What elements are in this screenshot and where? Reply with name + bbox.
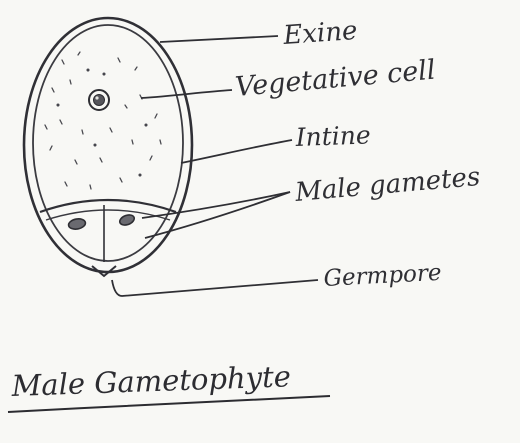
- exine-wall: [24, 18, 192, 272]
- male-gametes-leader-1: [142, 192, 290, 218]
- generative-cell-partition-inner: [46, 210, 170, 220]
- label-exine: Exine: [281, 16, 358, 51]
- exine-leader: [160, 36, 278, 42]
- label-intine: Intine: [294, 120, 371, 152]
- intine-leader: [181, 140, 292, 163]
- male-gamete-nucleus-right: [118, 213, 135, 227]
- label-vegetative-cell: Vegetative cell: [234, 55, 437, 103]
- caption-male-gametophyte: Male Gametophyte: [10, 359, 291, 403]
- germ-pore-leader: [112, 280, 318, 296]
- male-gamete-nucleus-left: [68, 218, 86, 231]
- label-male-gametes: Male gametes: [293, 162, 481, 208]
- vegetative-nucleus: [89, 90, 109, 110]
- cytoplasm-stipple: [45, 52, 161, 189]
- label-germ-pore: Germpore: [323, 260, 442, 292]
